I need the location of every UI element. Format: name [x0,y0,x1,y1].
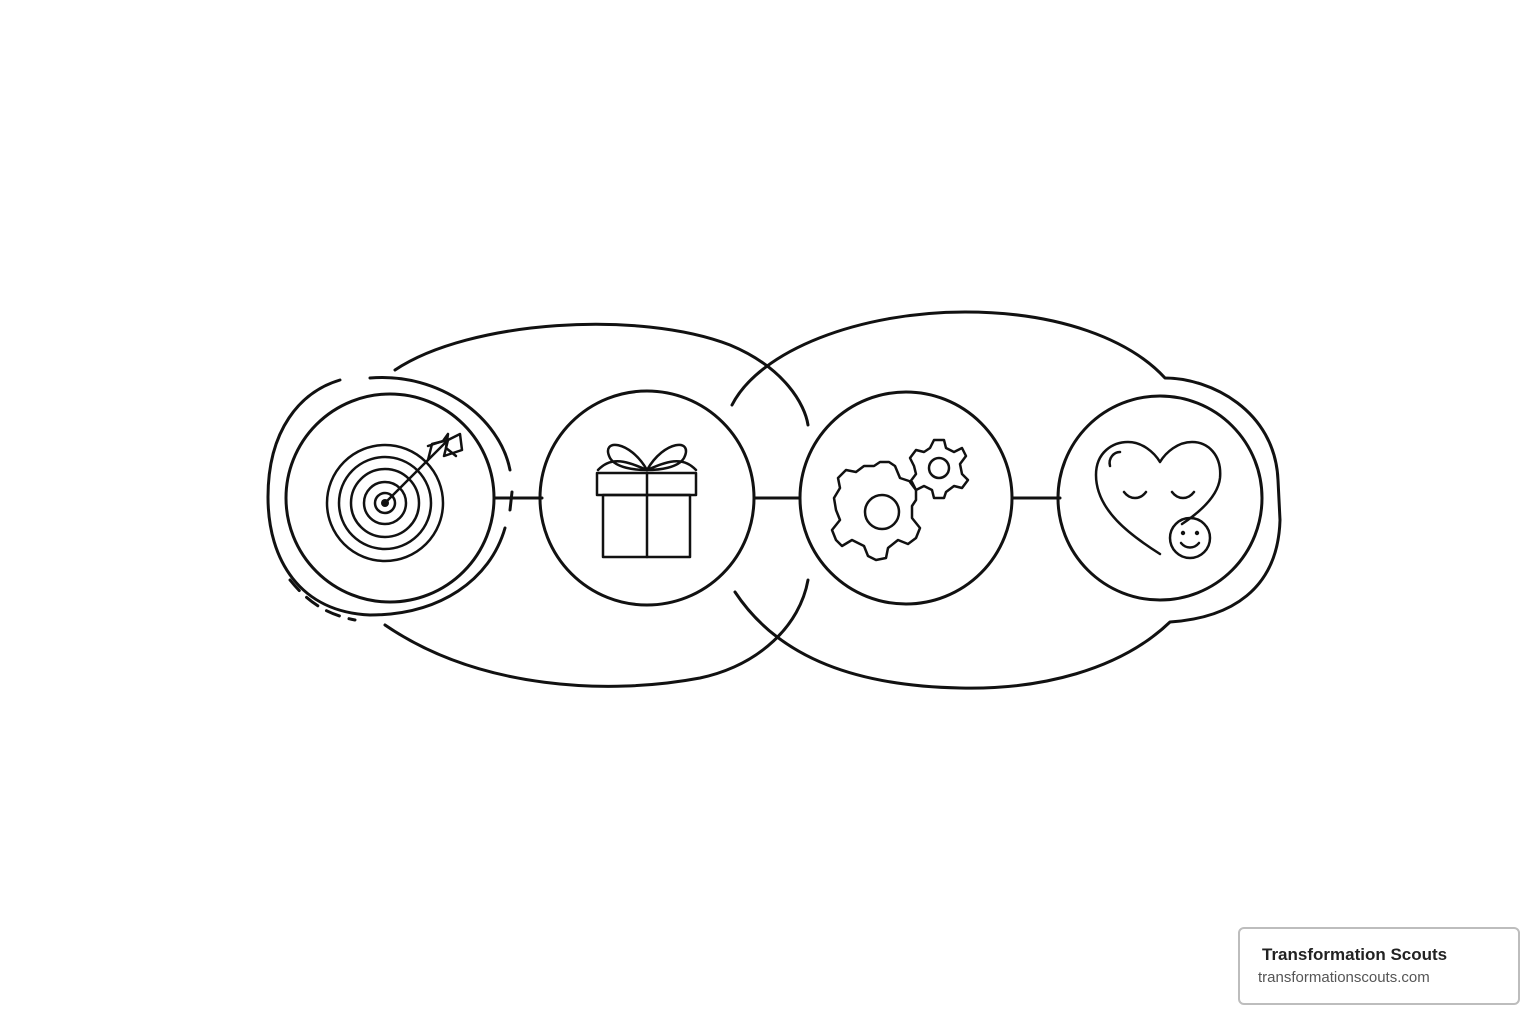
gears-icon [830,438,970,562]
node-heart [1056,394,1264,602]
target-arrow-icon [325,432,464,563]
node-circle-4 [1056,394,1264,602]
node-target [266,375,514,622]
node-gift [538,389,756,607]
node-circle-1 [284,392,496,604]
left-outer-blob [383,322,810,688]
attribution-title: Transformation Scouts [1262,945,1448,964]
node-circle-2 [538,389,756,607]
target-ring-dash [288,578,357,622]
right-outer-blob [730,310,1282,690]
target-outer-ring [266,375,514,617]
node-circle-3 [798,390,1014,606]
attribution-card[interactable]: Transformation Scouts transformationscou… [1238,927,1520,1005]
node-gears [798,390,1014,606]
heart-smile-icon [1094,440,1222,560]
attribution-url[interactable]: transformationscouts.com [1258,969,1430,986]
gift-box-icon [595,443,698,559]
